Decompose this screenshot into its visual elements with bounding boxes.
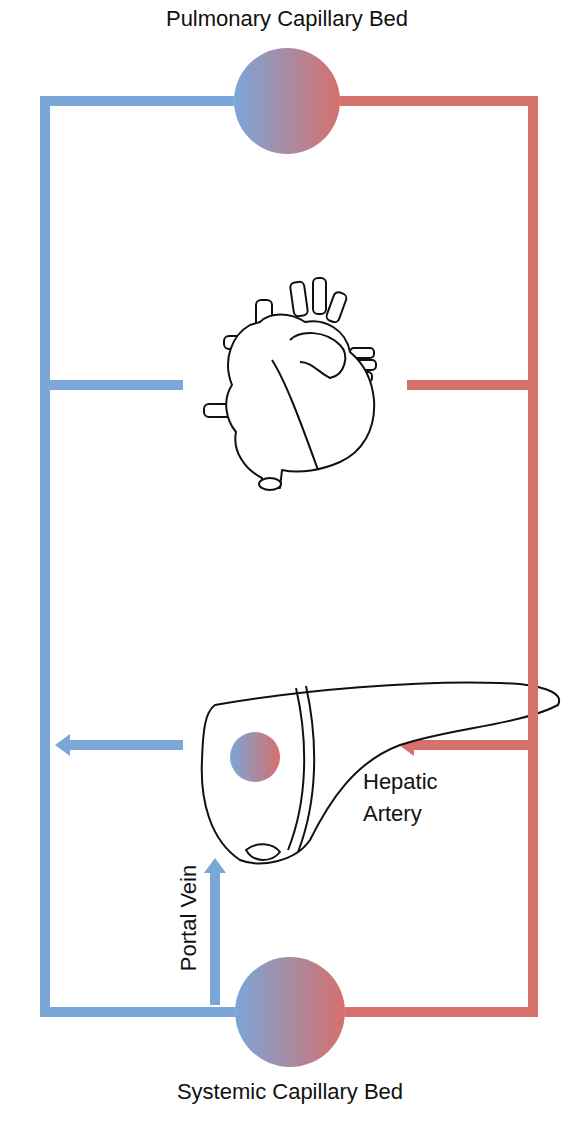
vessel-label: Portal Vein xyxy=(176,848,202,988)
bed-circle xyxy=(234,48,340,154)
hepatic-vein xyxy=(66,740,183,750)
vessel-label: Hepatic Artery xyxy=(363,766,471,830)
bed-circle xyxy=(235,957,345,1067)
capillary-bed: Systemic Capillary Bed xyxy=(235,957,345,1067)
vessel-loop xyxy=(45,101,235,1012)
vein-branch xyxy=(45,380,183,390)
bed-circle xyxy=(235,957,345,1067)
node-title: Systemic Capillary Bed xyxy=(177,1079,403,1105)
artery-branch xyxy=(407,380,533,390)
liver-drawing xyxy=(202,682,559,863)
node-title: Pulmonary Capillary Bed xyxy=(166,6,408,32)
vessel-loop xyxy=(340,101,533,1012)
portal-vein xyxy=(210,870,220,1005)
heart-drawing xyxy=(204,278,376,490)
bed-circle xyxy=(234,48,340,154)
arrow-head xyxy=(204,858,226,873)
hepatic-artery xyxy=(412,740,533,750)
arrow-head xyxy=(55,734,70,756)
capillary-bed: Pulmonary Capillary Bed xyxy=(234,48,340,154)
